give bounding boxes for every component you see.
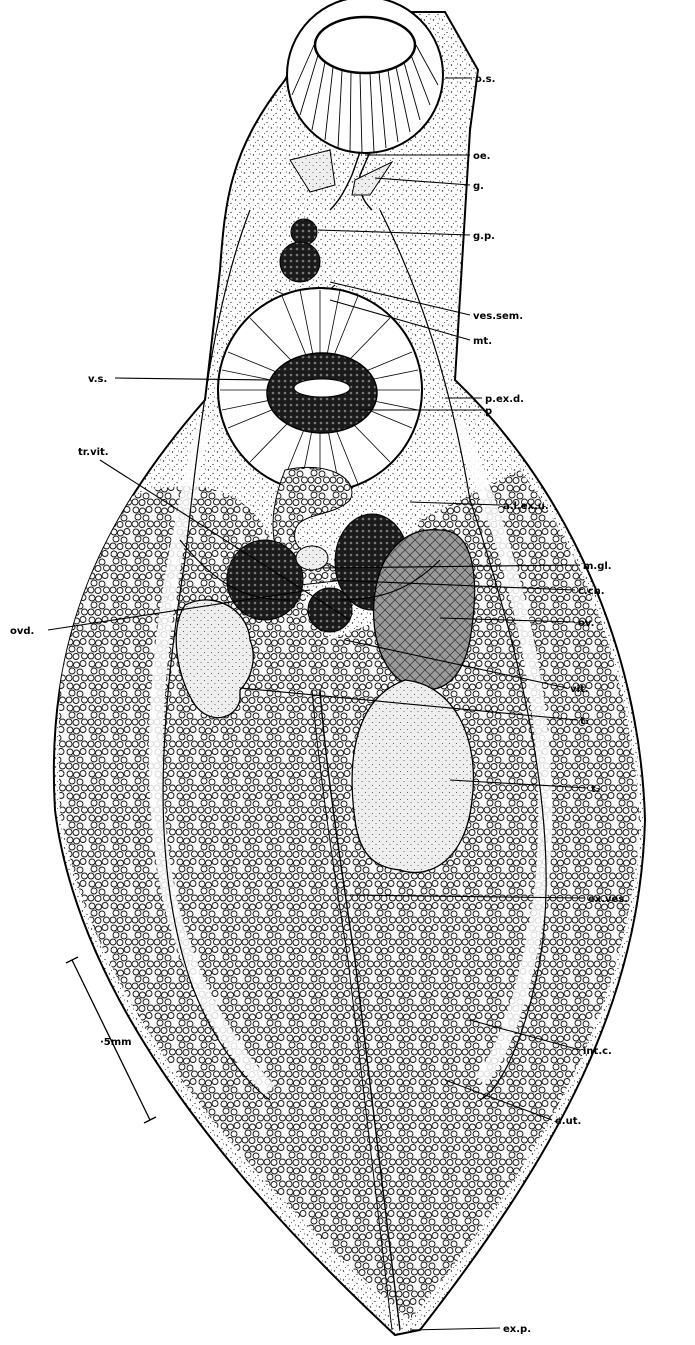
- label-p: p: [485, 406, 492, 417]
- scale-bar-label: ·5mm: [100, 1037, 132, 1048]
- label-ganglion: g.: [473, 181, 484, 192]
- vitelline-gland-mid: [308, 588, 352, 632]
- label-oral-sucker: o.s.: [475, 74, 495, 85]
- label-mehlis-gland: m.gl.: [583, 561, 612, 572]
- ovary: [374, 530, 475, 690]
- label-metraterm: mt.: [473, 336, 492, 347]
- label-vitellaria: vit.: [570, 684, 589, 695]
- label-intestinal-caecum: int.c.: [583, 1046, 612, 1057]
- label-transverse-vitelline: tr.vit.: [78, 447, 109, 458]
- mehlis-gland: [296, 546, 328, 570]
- label-ovary: ov.: [578, 618, 594, 629]
- label-c-ch: c.ch.: [578, 586, 605, 597]
- label-testis-2: t₂: [591, 784, 600, 795]
- label-testis-1: t₁: [580, 716, 589, 727]
- vitelline-gland-left: [227, 540, 303, 620]
- label-oesophagus: oe.: [473, 151, 490, 162]
- label-excretory-vesicle: ex.ves.: [588, 894, 628, 905]
- oral-sucker: [287, 0, 443, 153]
- label-genital-pore: g.p.: [473, 231, 495, 242]
- label-oviduct: ovd.: [10, 626, 34, 637]
- label-primary-excretory-duct: p.ex.d.: [485, 394, 524, 405]
- label-egg-uterus: e.ut.: [555, 1116, 581, 1127]
- label-seminal-vesicle: ves.sem.: [473, 311, 523, 322]
- ventral-sucker: [218, 288, 422, 492]
- label-excretory-pore: ex.p.: [503, 1324, 531, 1335]
- label-ventral-sucker: v.s.: [88, 374, 107, 385]
- label-excretory-arm: a.l.ex.u.: [503, 501, 549, 512]
